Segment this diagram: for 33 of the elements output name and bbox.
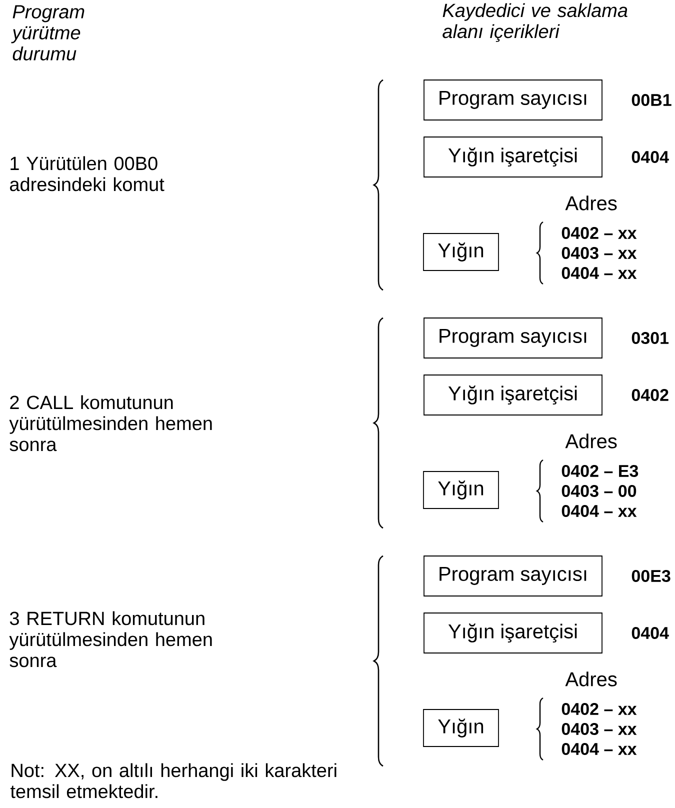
register-box: Yığın xyxy=(423,471,499,509)
register-value: 0402 xyxy=(632,388,668,402)
address-entry: 0404 – xx xyxy=(562,743,637,756)
register-value: 00B1 xyxy=(632,94,672,106)
register-box: Yığın işaretçisi xyxy=(424,374,602,416)
register-box: Yığın xyxy=(423,233,499,271)
register-value: 00E3 xyxy=(632,570,670,582)
address-entry: 0404 – xx xyxy=(562,266,637,280)
register-box: Yığın işaretçisi xyxy=(424,612,602,654)
address-entry: 0403 – xx xyxy=(562,722,637,736)
register-box: Program sayıcısı xyxy=(424,318,602,358)
register-box: Yığın işaretçisi xyxy=(424,136,602,178)
address-entry: 0403 – 00 xyxy=(562,484,636,498)
register-box: Yığın xyxy=(423,709,499,747)
address-entry: 0402 – E3 xyxy=(562,464,638,478)
address-heading: Adres xyxy=(565,672,617,686)
footnote: Not: XX, on altılı herhangi iki karakteri temsil etmektedir. xyxy=(10,763,336,798)
address-entry: 0402 – xx xyxy=(562,703,637,716)
register-box: Program sayıcısı xyxy=(424,80,602,120)
address-heading: Adres xyxy=(565,434,617,448)
column-heading: Kaydedici ve saklama alanı içerikleri xyxy=(442,3,628,42)
register-value: 0404 xyxy=(632,626,669,640)
state-description: 1 Yürütülen 00B0 adresindeki komut xyxy=(10,156,164,192)
column-heading: Program yürütme durumu xyxy=(11,5,84,60)
state-description: 3 RETURN komutunun yürütülmesinden hemen sonra xyxy=(9,611,212,668)
register-value: 0301 xyxy=(632,332,669,344)
address-entry: 0402 – xx xyxy=(562,226,637,240)
register-box: Program sayıcısı xyxy=(424,556,602,596)
address-entry: 0404 – xx xyxy=(562,504,637,518)
address-entry: 0403 – xx xyxy=(562,246,637,260)
register-value: 0404 xyxy=(632,150,669,164)
address-heading: Adres xyxy=(565,196,617,210)
state-description: 2 CALL komutunun yürütülmesinden hemen sonra xyxy=(9,395,212,452)
